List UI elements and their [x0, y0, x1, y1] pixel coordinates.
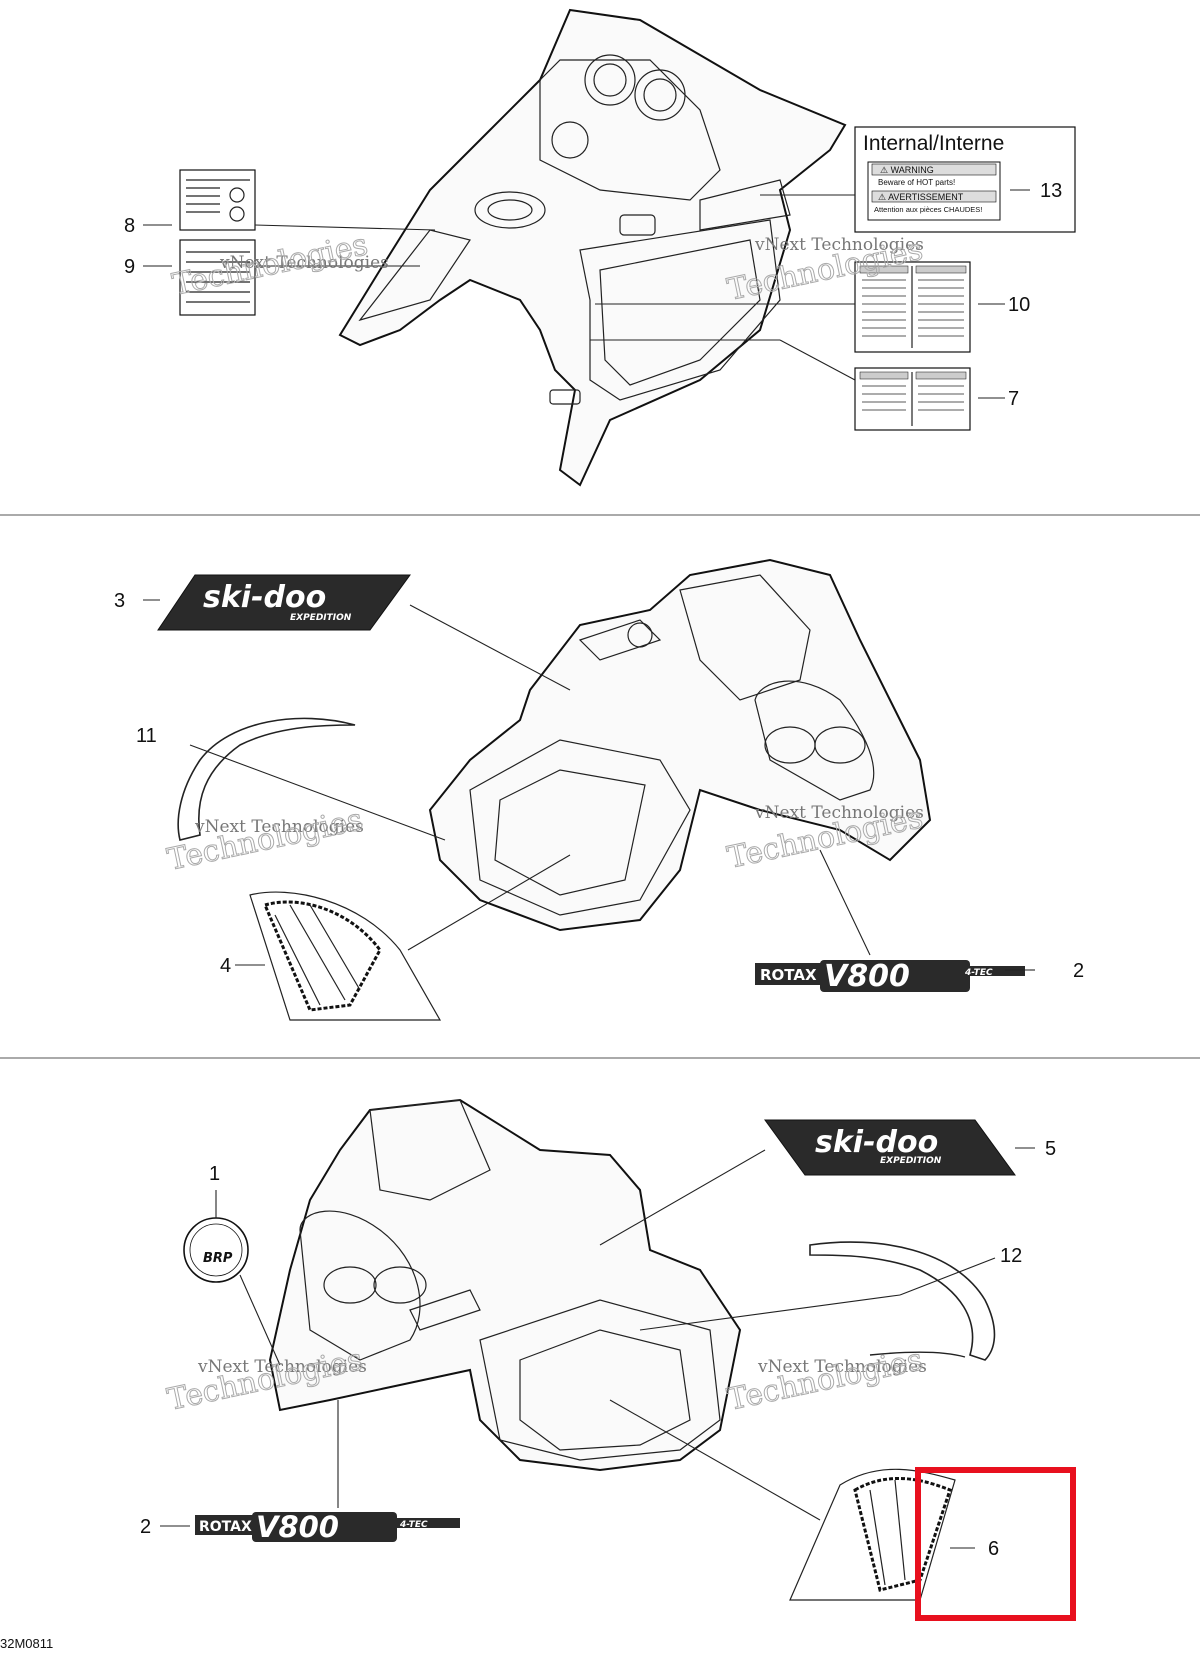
callout-1: 1: [209, 1163, 220, 1185]
decal-4: [249, 891, 442, 1021]
watermark-outline: Technologies: [164, 802, 365, 878]
callout-13: 13: [1040, 180, 1062, 202]
brand-skidoo: ski-doo: [203, 580, 326, 615]
hood-body-bottom: [268, 1098, 742, 1472]
section-bottom: ski-doo EXPEDITION BRP: [0, 1098, 1076, 1651]
watermark-outline: Technologies: [169, 227, 370, 303]
highlight-box: [915, 1467, 1076, 1621]
callout-7: 7: [1008, 388, 1019, 410]
internal-title: Internal/Interne: [863, 132, 1004, 155]
watermark-text: vNext Technologies: [754, 803, 924, 823]
brand-skidoo: ski-doo: [815, 1125, 938, 1160]
watermark-text: vNext Technologies: [194, 817, 364, 837]
callout-2: 2: [140, 1516, 151, 1538]
brand-4tec: 4-TEC: [399, 1520, 428, 1530]
watermark-text: vNext Technologies: [197, 1357, 367, 1377]
callout-12: 12: [1000, 1245, 1022, 1267]
decal-7: [854, 367, 971, 431]
brand-rotax: ROTAX: [199, 1519, 252, 1535]
brand-brp: BRP: [203, 1251, 233, 1266]
callout-9: 9: [124, 256, 135, 278]
watermark-text: vNext Technologies: [219, 253, 389, 273]
brand-rotax: ROTAX: [760, 966, 817, 984]
warning-text-en: Beware of HOT parts!: [878, 178, 955, 187]
warning-heading-en: ⚠ WARNING: [880, 165, 934, 175]
decal-9: [179, 239, 256, 316]
decal-8: [179, 169, 256, 231]
decal-6: [789, 1468, 956, 1601]
brand-expedition: EXPEDITION: [880, 1156, 942, 1166]
brand-4tec: 4-TEC: [964, 968, 993, 978]
watermark-outline: Technologies: [164, 1342, 365, 1418]
callout-2: 2: [1073, 960, 1084, 982]
callout-11: 11: [136, 725, 157, 747]
decal-1-brp-badge: BRP: [183, 1217, 249, 1283]
drawing-code: 32M0811: [0, 1636, 53, 1651]
hood-body-middle: [428, 558, 932, 932]
brand-expedition: EXPEDITION: [290, 613, 352, 623]
decal-5-skidoo: ski-doo EXPEDITION: [764, 1119, 1016, 1176]
callout-8: 8: [124, 215, 135, 237]
watermark-text: vNext Technologies: [757, 1357, 927, 1377]
brand-v800: V800: [256, 1510, 339, 1544]
decal-13: Internal/Interne ⚠ WARNING Beware of HOT…: [854, 126, 1076, 233]
callout-3: 3: [114, 590, 125, 612]
watermark-outline: Technologies: [724, 1342, 925, 1418]
callout-4: 4: [220, 955, 231, 977]
section-top: Internal/Interne ⚠ WARNING Beware of HOT…: [124, 8, 1076, 487]
callout-5: 5: [1045, 1138, 1056, 1160]
callout-10: 10: [1008, 294, 1030, 316]
warning-text-fr: Attention aux pièces CHAUDES!: [874, 205, 982, 214]
decal-10: [854, 261, 971, 353]
decal-12-stripe: [809, 1241, 996, 1361]
watermark-text: vNext Technologies: [754, 235, 924, 255]
decal-11-stripe: [177, 717, 356, 841]
brand-v800: V800: [824, 959, 910, 994]
section-middle: ski-doo EXPEDITION ROTAX V800: [114, 558, 1084, 1021]
decal-3-skidoo: ski-doo EXPEDITION: [157, 574, 411, 631]
callout-6: 6: [988, 1538, 999, 1560]
warning-heading-fr: ⚠ AVERTISSEMENT: [878, 192, 964, 202]
decal-2-rotax-bottom: ROTAX V800 4-TEC: [195, 1510, 460, 1544]
decal-2-rotax-middle: ROTAX V800 4-TEC: [755, 959, 1025, 994]
